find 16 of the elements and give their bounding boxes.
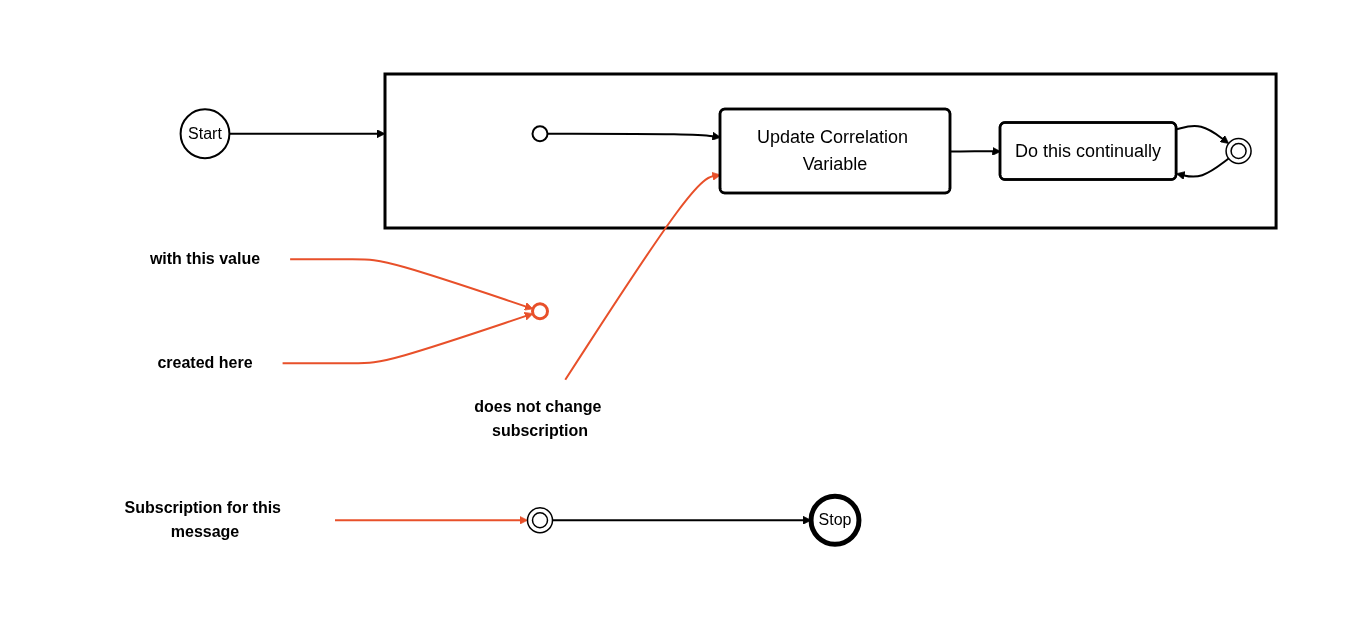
node-text: Subscription for this message bbox=[125, 499, 282, 541]
node-text: with this value bbox=[150, 250, 261, 268]
node-circle bbox=[527, 507, 554, 534]
node-circle bbox=[1225, 138, 1253, 165]
node-circle bbox=[531, 125, 549, 143]
node-circle bbox=[531, 302, 550, 321]
arrow bbox=[289, 258, 534, 311]
node-circle: Stop bbox=[809, 494, 862, 548]
node-text: created here bbox=[157, 354, 254, 372]
cluster bbox=[383, 72, 1279, 230]
node-circle: Start bbox=[180, 108, 231, 160]
arrow bbox=[1176, 125, 1230, 145]
arrow bbox=[282, 312, 534, 365]
node-text: does not change subscription bbox=[474, 398, 602, 440]
arrow bbox=[334, 516, 529, 526]
arrow bbox=[1176, 157, 1231, 181]
